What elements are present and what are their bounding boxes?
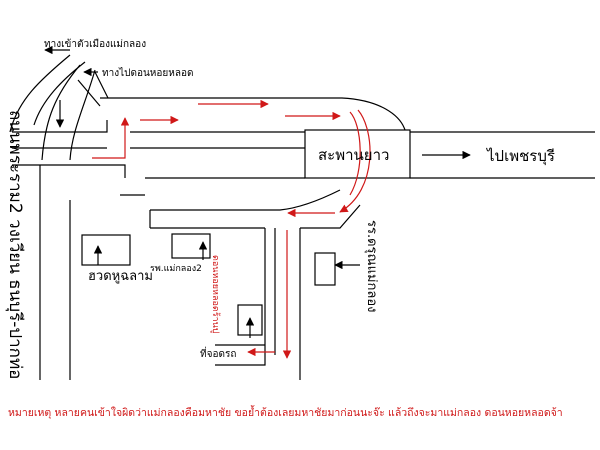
road-lines [9, 54, 595, 380]
parking-label: ที่จอดรถ [200, 346, 236, 360]
note-text: หมายเหตุ หลายคนเข้าใจผิดว่าแม่กลองคือมหา… [8, 407, 563, 419]
to-phetchaburi-label: ไปเพชรบุรี [486, 147, 555, 166]
hospital-box [171, 233, 211, 259]
shop-label: ดอนหอยหลอดร้านปู [210, 255, 221, 334]
school-label: รร.ดรุณแม่กลอง [364, 220, 379, 313]
bridge-label: สะพานยาว [318, 146, 389, 164]
hospital-label: รพ.แม่กลอง2 [150, 264, 202, 274]
to-city-label: ทางเข้าตัวเมืองแม่กลอง [44, 38, 146, 50]
temple-box [81, 234, 131, 266]
temple-label: ฮวดหูฉลาม [88, 269, 153, 284]
school-box [314, 252, 336, 286]
bridge-box [304, 129, 411, 179]
to-market-label: ทางไปดอนหอยหลอด [102, 67, 193, 79]
black-arrows [44, 45, 471, 338]
route-arrows [92, 99, 371, 359]
left-road-label: ถนนพระราม2 วงเวียน ธนบุรี-ปากท่อ [5, 110, 25, 379]
